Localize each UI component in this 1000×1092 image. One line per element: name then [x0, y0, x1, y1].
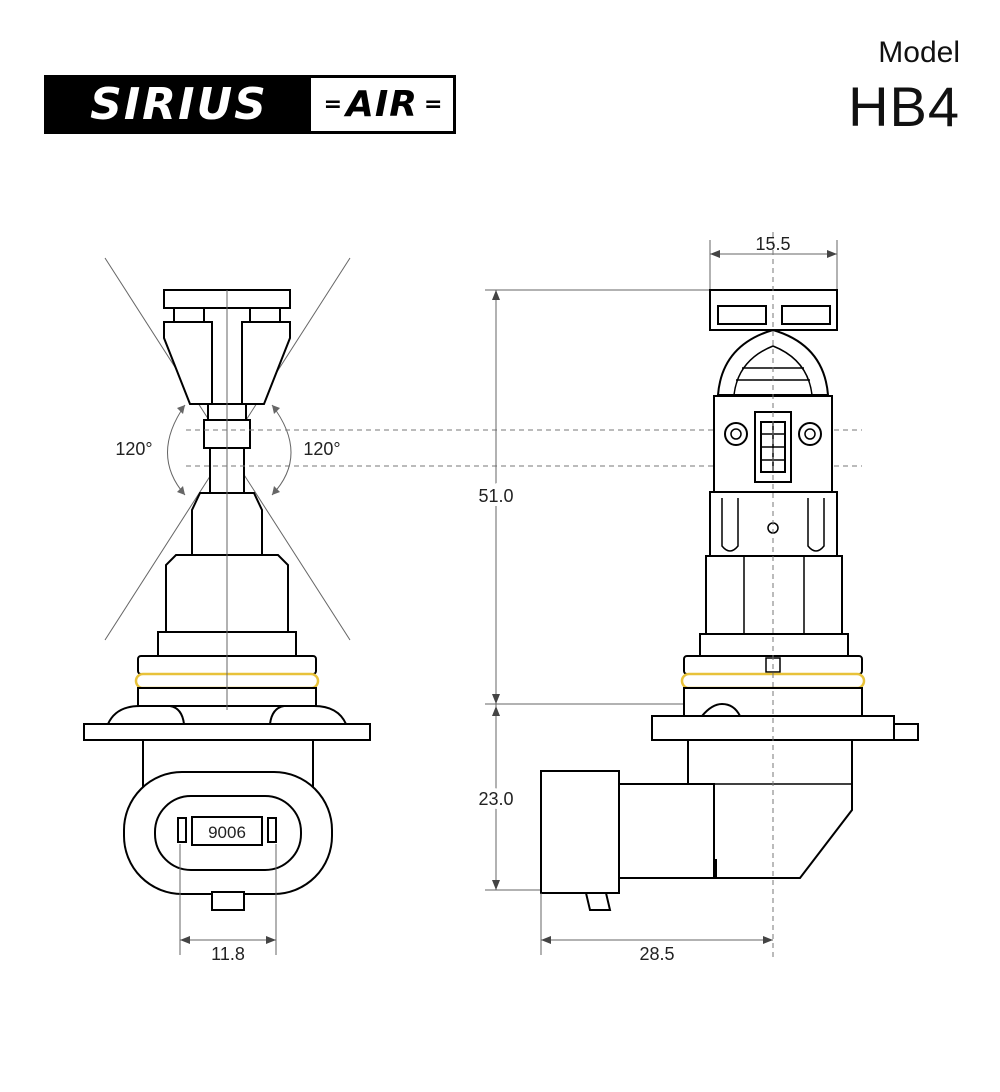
screw-inner — [804, 428, 816, 440]
side-collar — [699, 633, 849, 657]
angle-label-right: 120° — [303, 439, 340, 459]
arrowhead — [492, 880, 500, 890]
tab-right — [268, 705, 348, 725]
brand-sub-text: AIR — [346, 84, 418, 125]
side-latch — [807, 498, 825, 552]
pin-right — [267, 817, 277, 843]
depth-label: 28.5 — [639, 944, 674, 964]
arrowhead — [272, 405, 280, 414]
base-plate — [83, 723, 371, 741]
head-fin-left — [163, 321, 213, 405]
dome-inner — [733, 345, 813, 396]
connector-plug — [540, 770, 620, 894]
pin-spacing-label: 11.8 — [211, 944, 245, 964]
brand-sub: = AIR = — [323, 84, 443, 125]
connector-key — [211, 891, 245, 911]
connector-label: 9006 — [208, 823, 246, 842]
arrowhead — [541, 936, 551, 944]
arrowhead — [492, 706, 500, 716]
tab-left — [106, 705, 186, 725]
height-label: 51.0 — [478, 486, 513, 506]
arrowhead — [177, 486, 185, 495]
side-base-edge — [893, 723, 919, 741]
connector-tube — [617, 783, 715, 879]
arrowhead — [272, 486, 280, 495]
angle-arc-right — [271, 404, 292, 496]
arrowhead — [827, 250, 837, 258]
angle-label-left: 120° — [115, 439, 152, 459]
base-height-label: 23.0 — [478, 789, 513, 809]
side-view — [485, 232, 919, 958]
side-latch — [721, 498, 739, 552]
head-fin-right — [241, 321, 291, 405]
front-view: 9006 — [83, 257, 371, 955]
side-clip — [717, 305, 767, 325]
side-tab — [699, 702, 742, 717]
arrowhead — [177, 405, 185, 414]
arrowhead — [266, 936, 276, 944]
plug-latch — [584, 892, 612, 911]
arrowhead — [180, 936, 190, 944]
model-label: Model — [878, 36, 960, 69]
width-label: 15.5 — [755, 234, 790, 254]
arrowhead — [763, 936, 773, 944]
arrowhead — [492, 694, 500, 704]
connector-label-box — [191, 816, 263, 846]
brand-name: SIRIUS — [47, 78, 311, 131]
arrowhead — [710, 250, 720, 258]
side-body-main — [705, 555, 843, 635]
side-clip — [781, 305, 831, 325]
angle-arc-left — [167, 404, 186, 496]
screw-inner — [730, 428, 742, 440]
pin-left — [177, 817, 187, 843]
screw — [724, 422, 748, 446]
arrowhead — [492, 290, 500, 300]
model-value: HB4 — [848, 75, 960, 138]
brand-logo: SIRIUS = AIR = — [44, 75, 456, 134]
screw — [798, 422, 822, 446]
